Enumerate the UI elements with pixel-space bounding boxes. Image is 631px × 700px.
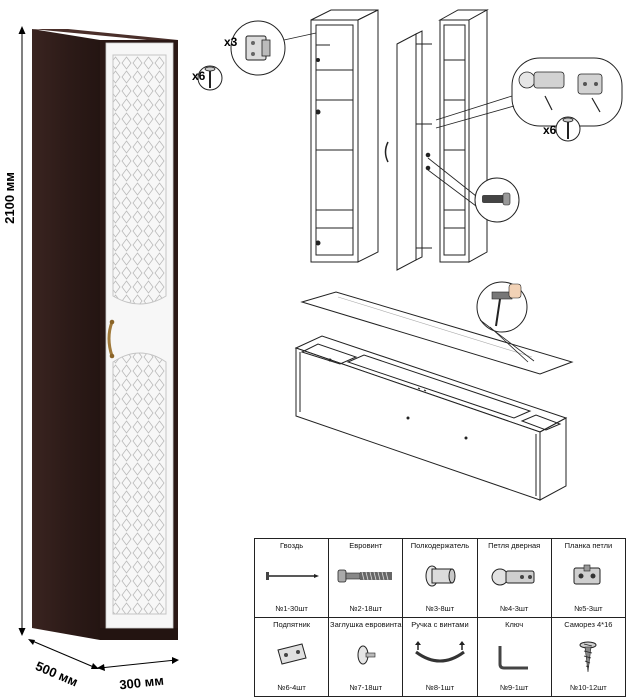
part-cell-self-tapping-screw: Саморез 4*16 №10-12шт: [550, 617, 627, 697]
door-hinge-icon: [491, 568, 535, 586]
part-qty: №9-1шт: [499, 683, 529, 692]
part-name: Заглушка евровинта: [330, 620, 402, 629]
carcass-drawing-left: [310, 9, 379, 263]
part-cell-door-hinge: Петля дверная №4-3шт: [476, 538, 552, 618]
shelf-support-icon: [425, 565, 456, 587]
parts-row: Гвоздь №1-30шт Евровинт №2-18шт Полкодер…: [253, 538, 627, 618]
back-panel-drawing: [300, 291, 574, 375]
dimension-height: 2100 мм: [2, 26, 26, 636]
dimension-width: 300 мм: [97, 657, 179, 692]
screw-count-right: x6: [543, 123, 557, 137]
part-name: Ключ: [505, 620, 524, 629]
euroscrew-icon: [337, 569, 392, 583]
part-cell-hex-key: Ключ №9-1шт: [476, 617, 552, 697]
door-upper-panel: [112, 54, 167, 305]
part-cell-hinge-plate: Планка петли №5-3шт: [550, 538, 627, 618]
foot-pad-icon: [276, 643, 307, 665]
carcass-drawing-right: [438, 9, 489, 263]
part-cell-nail: Гвоздь №1-30шт: [253, 538, 330, 618]
part-cell-screw-cap: Заглушка евровинта №7-18шт: [328, 617, 404, 697]
part-qty: №7-18шт: [349, 683, 383, 692]
hinge-detail-callout: x3: [224, 20, 317, 76]
part-qty: №8-1шт: [425, 683, 455, 692]
part-cell-shelf-support: Полкодержатель №3-8шт: [402, 538, 478, 618]
nail-icon: [265, 572, 319, 580]
screw-callout-right: x6: [543, 116, 581, 142]
depth-dimension-label: 500 мм: [33, 658, 80, 689]
part-name: Петля дверная: [488, 541, 541, 550]
door-lower-panel: [112, 352, 167, 615]
euroscrew-callout: [427, 157, 520, 223]
wardrobe-plinth: [100, 628, 178, 640]
wardrobe-side: [32, 29, 100, 640]
part-name: Подпятник: [273, 620, 311, 629]
door-panel-drawing: [396, 30, 432, 271]
lying-carcass-drawing: [294, 335, 568, 501]
parts-row: Подпятник №6-4шт Заглушка евровинта №7-1…: [253, 617, 627, 697]
part-name: Полкодержатель: [410, 541, 470, 550]
width-dimension-label: 300 мм: [119, 673, 165, 693]
self-tapping-screw-icon: [579, 641, 597, 673]
part-qty: №6-4шт: [277, 683, 306, 692]
part-cell-euroscrew: Евровинт №2-18шт: [328, 538, 404, 618]
hammer-callout: [476, 281, 535, 363]
part-name: Евровинт: [349, 541, 383, 550]
door-handle-arrow: [384, 141, 389, 163]
door-handle: [107, 320, 114, 358]
dimension-depth: 500 мм: [28, 639, 99, 689]
part-name: Саморез 4*16: [564, 620, 613, 629]
wardrobe-top: [32, 29, 178, 40]
part-qty: №1-30шт: [275, 604, 308, 613]
handle-icon: [414, 641, 465, 663]
part-qty: №5-3шт: [574, 604, 603, 613]
parts-table: Гвоздь №1-30шт Евровинт №2-18шт Полкодер…: [253, 538, 627, 697]
part-name: Ручка с винтами: [411, 620, 469, 629]
part-cell-handle: Ручка с винтами №8-1шт: [402, 617, 478, 697]
hinge-plate-icon: [573, 564, 601, 585]
part-qty: №3-8шт: [425, 604, 455, 613]
screw-callout-left: x6: [192, 65, 223, 91]
hinge-plate-count: x3: [224, 35, 238, 49]
part-name: Гвоздь: [280, 541, 304, 550]
height-dimension-label: 2100 мм: [2, 172, 17, 224]
wardrobe-illustration: [32, 29, 178, 640]
part-name: Планка петли: [564, 541, 613, 550]
hex-key-icon: [498, 646, 529, 670]
screw-cap-icon: [357, 645, 376, 665]
screw-count-left: x6: [192, 69, 206, 83]
part-qty: №2-18шт: [349, 604, 383, 613]
part-qty: №4-3шт: [499, 604, 529, 613]
part-cell-foot-pad: Подпятник №6-4шт: [253, 617, 330, 697]
part-qty: №10-12шт: [570, 683, 607, 692]
